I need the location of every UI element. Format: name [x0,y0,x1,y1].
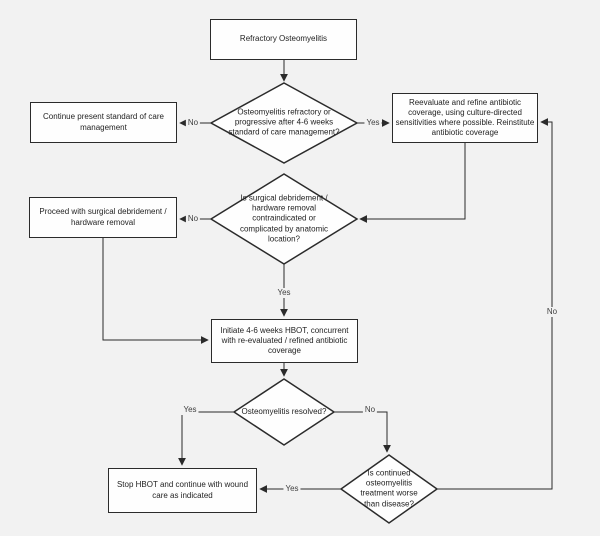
edge-label-surgery-yes: Yes [275,288,293,298]
edge-surgery-to-hbot [102,238,209,344]
node-stop-hbot-label: Stop HBOT and continue with wound care a… [116,480,249,500]
decision-refractory-shape [209,82,359,164]
edge-label-resolved-yes: Yes [181,405,199,415]
decision-worse-shape [339,454,439,524]
decision-worse-label: Is continued osteomyelitis treatment wor… [360,468,418,509]
decision-resolved-shape [232,378,336,446]
edge-label-worse-no: No [544,307,560,317]
edge-reevaluate-to-surgery-decision [359,143,466,223]
decision-surgery-label: Is surgical debridement / hardware remov… [239,193,329,244]
node-proceed-surgery-label: Proceed with surgical debridement / hard… [39,207,167,227]
edge-label-refractory-no: No [185,118,201,128]
node-initiate-hbot: Initiate 4-6 weeks HBOT, concurrent with… [211,319,358,363]
decision-surgery-shape [209,173,359,265]
edge-resolved-no [334,411,391,453]
node-stop-hbot: Stop HBOT and continue with wound care a… [108,468,257,513]
edge-label-refractory-yes: Yes [364,118,382,128]
node-reevaluate-antibiotics-label: Reevaluate and refine antibiotic coverag… [395,97,535,138]
node-proceed-surgery: Proceed with surgical debridement / hard… [29,197,177,238]
decision-refractory-label: Osteomyelitis refractory or progressive … [228,107,340,138]
decision-resolved-label: Osteomyelitis resolved? [241,406,327,416]
edge-label-surgery-no: No [185,214,201,224]
edge-label-resolved-no: No [362,405,378,415]
node-start: Refractory Osteomyelitis [210,19,357,60]
node-continue-care-label: Continue present standard of care manage… [43,112,164,132]
edge-label-worse-yes: Yes [283,484,301,494]
node-start-label: Refractory Osteomyelitis [239,34,328,44]
edge-resolved-yes [178,411,234,466]
node-reevaluate-antibiotics: Reevaluate and refine antibiotic coverag… [392,93,538,143]
node-continue-care: Continue present standard of care manage… [30,102,177,143]
node-initiate-hbot-label: Initiate 4-6 weeks HBOT, concurrent with… [220,325,349,356]
edge-worse-no-feedback [437,118,553,490]
